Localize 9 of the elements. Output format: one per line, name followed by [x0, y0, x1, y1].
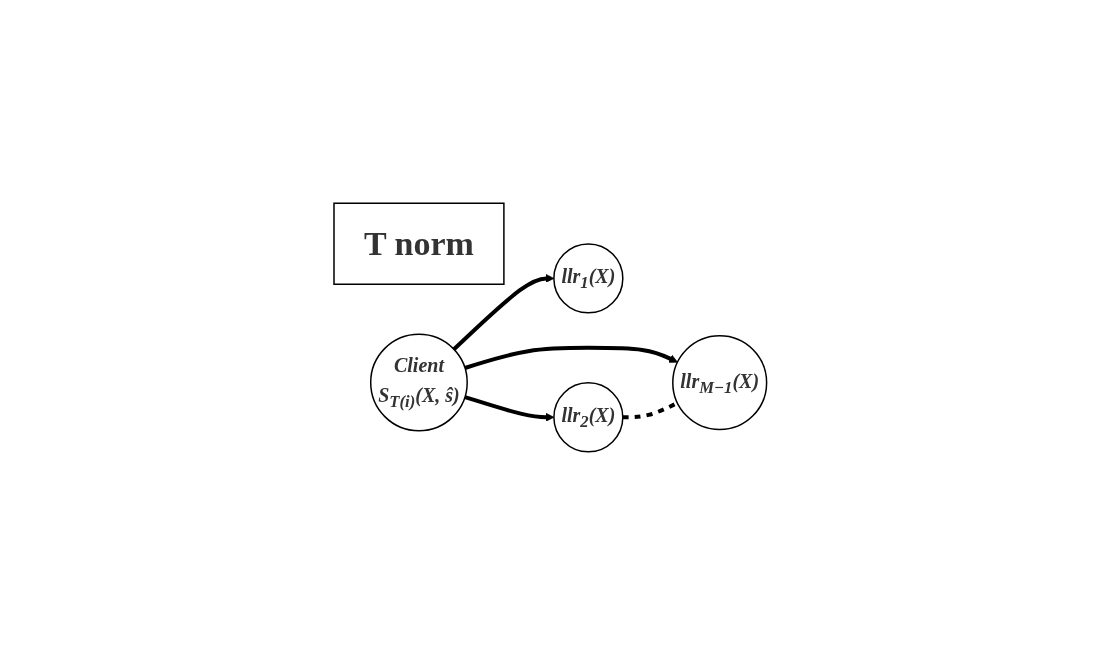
node-circle: llr$_{2}$(X) — [552, 382, 624, 453]
arrow — [464, 345, 678, 370]
node-circle: llr$_{1}$(X) — [552, 243, 624, 314]
node-circle: Client S$_{T(i)}$(X, ŝ) — [369, 333, 468, 432]
connector — [622, 401, 678, 420]
arrow — [464, 395, 554, 422]
node-circle: llr$_{M−1}$(X) — [671, 335, 768, 431]
node-box: T norm — [332, 202, 505, 285]
arrow — [452, 274, 554, 351]
